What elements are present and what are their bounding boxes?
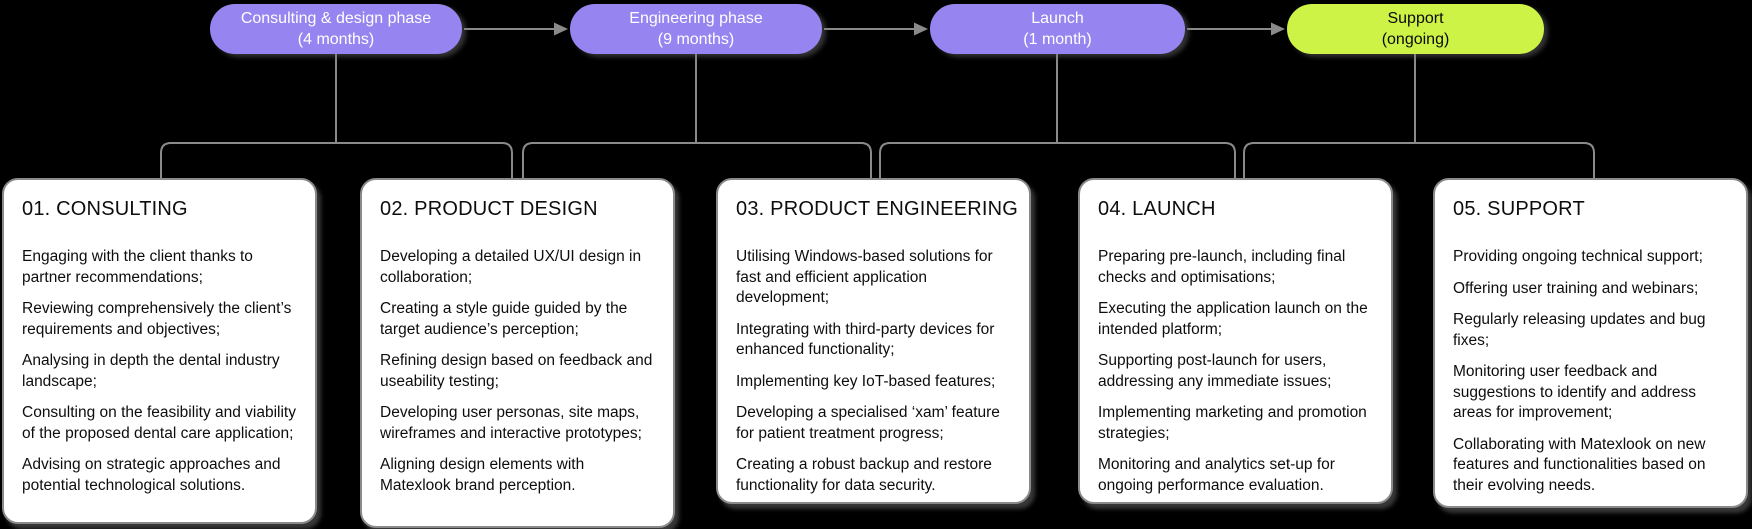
pill-label: Support [1387,10,1444,27]
card-item: Aligning design elements with Matexlook … [380,456,585,494]
card-item: Executing the application launch on the … [1098,300,1368,338]
pill-duration: (ongoing) [1381,31,1450,48]
card-item: Providing ongoing technical support; [1453,248,1703,265]
card-item: Developing user personas, site maps, wir… [380,404,642,442]
card-item: Reviewing comprehensively the client’s r… [22,300,292,338]
card-item: Creating a style guide guided by the tar… [380,300,628,338]
phase-pill-launch: Launch (1 month) [930,4,1185,54]
pill-duration: (9 months) [657,31,735,48]
card-product-design: 02. PRODUCT DESIGN Developing a detailed… [360,178,675,528]
card-item: Analysing in depth the dental industry l… [22,352,280,390]
card-item: Refining design based on feedback and us… [380,352,653,390]
card-item: Monitoring user feedback and suggestions… [1453,363,1696,421]
card-item: Engaging with the client thanks to partn… [22,248,253,286]
card-item: Preparing pre-launch, including final ch… [1098,248,1346,286]
phase-pill-support: Support (ongoing) [1287,4,1544,54]
pill-duration: (1 month) [1023,31,1092,48]
card-title: 02. PRODUCT DESIGN [380,198,598,220]
card-item: Collaborating with Matexlook on new feat… [1453,435,1706,494]
card-item: Creating a robust backup and restore fun… [736,456,992,494]
card-item: Supporting post-launch for users, addres… [1098,352,1332,390]
bracket-engineering [522,142,872,178]
pill-label: Engineering phase [629,10,763,27]
pill-duration: (4 months) [297,31,375,48]
card-item: Monitoring and analytics set-up for ongo… [1098,456,1335,494]
card-product-engineering: 03. PRODUCT ENGINEERING Utilising Window… [716,178,1031,504]
card-title: 01. CONSULTING [22,198,188,220]
card-item: Advising on strategic approaches and pot… [22,456,281,494]
card-title: 05. SUPPORT [1453,198,1585,220]
arrowhead-icon-3 [1271,22,1285,36]
card-item: Implementing marketing and promotion str… [1098,404,1367,442]
phase-pill-engineering: Engineering phase (9 months) [570,4,822,54]
bracket-support [1243,142,1595,178]
card-item: Developing a specialised ‘xam’ feature f… [736,404,1000,442]
arrowhead-icon-2 [914,22,928,36]
card-item: Utilising Windows-based solutions for fa… [736,248,993,306]
card-item: Developing a detailed UX/UI design in co… [380,248,642,286]
card-item: Regularly releasing updates and bug fixe… [1453,311,1706,349]
card-item: Consulting on the feasibility and viabil… [22,404,296,442]
card-title: 04. LAUNCH [1098,198,1216,220]
pill-label: Launch [1031,10,1084,27]
card-item: Integrating with third-party devices for… [736,320,995,359]
card-support: 05. SUPPORT Providing ongoing technical … [1433,178,1748,508]
card-item: Offering user training and webinars; [1453,279,1699,297]
card-consulting: 01. CONSULTING Engaging with the client … [2,178,317,524]
card-item: Implementing key IoT-based features; [736,372,996,390]
card-launch: 04. LAUNCH Preparing pre-launch, includi… [1078,178,1393,504]
arrowhead-icon-1 [554,22,568,36]
pill-label: Consulting & design phase [240,10,432,27]
card-title: 03. PRODUCT ENGINEERING [736,198,1019,220]
bracket-consulting-design [160,142,513,178]
phase-pill-consulting-design: Consulting & design phase (4 months) [210,4,462,54]
bracket-launch [879,142,1236,178]
